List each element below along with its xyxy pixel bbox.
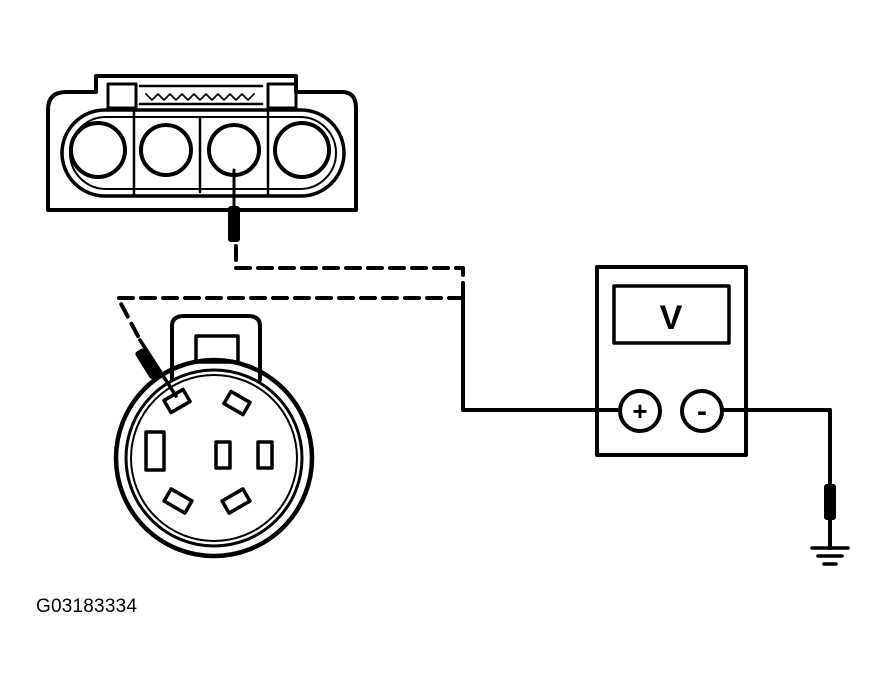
harness-pin-2 [139, 123, 193, 177]
harness-pin-1 [69, 121, 127, 179]
component-terminal-lower-right [220, 487, 252, 515]
meter-display [612, 284, 731, 345]
backprobe-pin [228, 206, 240, 242]
voltmeter: V + - [595, 265, 748, 457]
component-probe [135, 348, 160, 380]
ground-probe [824, 484, 836, 520]
component-terminal-lower-left [162, 487, 194, 515]
figure-id-label: G03183334 [36, 596, 138, 617]
harness-pin-3 [207, 123, 261, 177]
harness-connector [46, 74, 358, 242]
harness-pin-4 [273, 121, 331, 179]
dashed-test-leads [116, 244, 465, 342]
meter-positive-label: + [632, 396, 647, 426]
component-terminal-center [214, 440, 232, 470]
meter-positive-terminal [618, 389, 662, 433]
ground-lead [720, 408, 850, 566]
component-terminal-left [144, 430, 166, 472]
meter-negative-label: - [697, 395, 707, 428]
component-terminal-right [256, 440, 274, 470]
positive-lead [461, 296, 622, 412]
component-connector [113, 314, 315, 559]
component-terminal-upper-right [222, 389, 252, 417]
meter-display-symbol: V [660, 299, 683, 337]
component-terminal-upper-left [162, 387, 192, 415]
